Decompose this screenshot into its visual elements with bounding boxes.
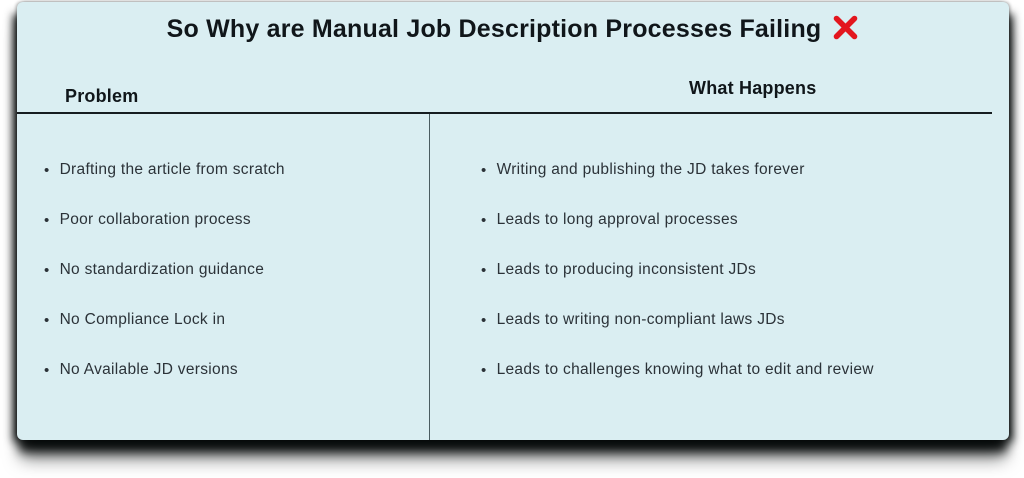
slide-title-text: So Why are Manual Job Description Proces…: [166, 15, 822, 43]
list-item-text: No Available JD versions: [59, 361, 238, 378]
list-item-text: Leads to challenges knowing what to edit…: [496, 361, 874, 378]
what-happens-list: • Writing and publishing the JD takes fo…: [481, 145, 874, 395]
red-x-icon: [832, 14, 859, 48]
list-item: • No Compliance Lock in: [44, 295, 285, 345]
list-item: • No standardization guidance: [44, 245, 285, 295]
problem-list: • Drafting the article from scratch • Po…: [44, 145, 285, 395]
list-item: • Poor collaboration process: [44, 195, 285, 245]
list-item: • Writing and publishing the JD takes fo…: [481, 145, 874, 195]
bullet-icon: •: [44, 311, 50, 329]
list-item-text: Leads to long approval processes: [496, 211, 738, 228]
bullet-icon: •: [44, 161, 50, 179]
list-item-text: Leads to writing non-compliant laws JDs: [496, 311, 785, 328]
slide-card: So Why are Manual Job Description Proces…: [17, 2, 1009, 440]
list-item-text: Leads to producing inconsistent JDs: [496, 261, 757, 278]
slide-title: So Why are Manual Job Description Proces…: [17, 14, 1009, 48]
column-header-what-happens: What Happens: [689, 78, 817, 98]
list-item-text: Writing and publishing the JD takes fore…: [496, 161, 805, 178]
bullet-icon: •: [44, 211, 50, 229]
bullet-icon: •: [481, 211, 487, 229]
bullet-icon: •: [481, 311, 487, 329]
bullet-icon: •: [481, 161, 487, 179]
list-item-text: Poor collaboration process: [59, 211, 251, 228]
bullet-icon: •: [44, 261, 50, 279]
bullet-icon: •: [481, 261, 487, 279]
column-divider-rule: [429, 114, 430, 440]
list-item: • Drafting the article from scratch: [44, 145, 285, 195]
list-item: • No Available JD versions: [44, 345, 285, 395]
list-item-text: No Compliance Lock in: [59, 311, 226, 328]
list-item-text: No standardization guidance: [59, 261, 265, 278]
list-item-text: Drafting the article from scratch: [59, 161, 285, 178]
column-header-problem: Problem: [65, 86, 139, 106]
bullet-icon: •: [44, 361, 50, 379]
list-item: • Leads to producing inconsistent JDs: [481, 245, 874, 295]
header-underline-rule: [17, 112, 992, 114]
list-item: • Leads to writing non-compliant laws JD…: [481, 295, 874, 345]
bullet-icon: •: [481, 361, 487, 379]
list-item: • Leads to challenges knowing what to ed…: [481, 345, 874, 395]
list-item: • Leads to long approval processes: [481, 195, 874, 245]
